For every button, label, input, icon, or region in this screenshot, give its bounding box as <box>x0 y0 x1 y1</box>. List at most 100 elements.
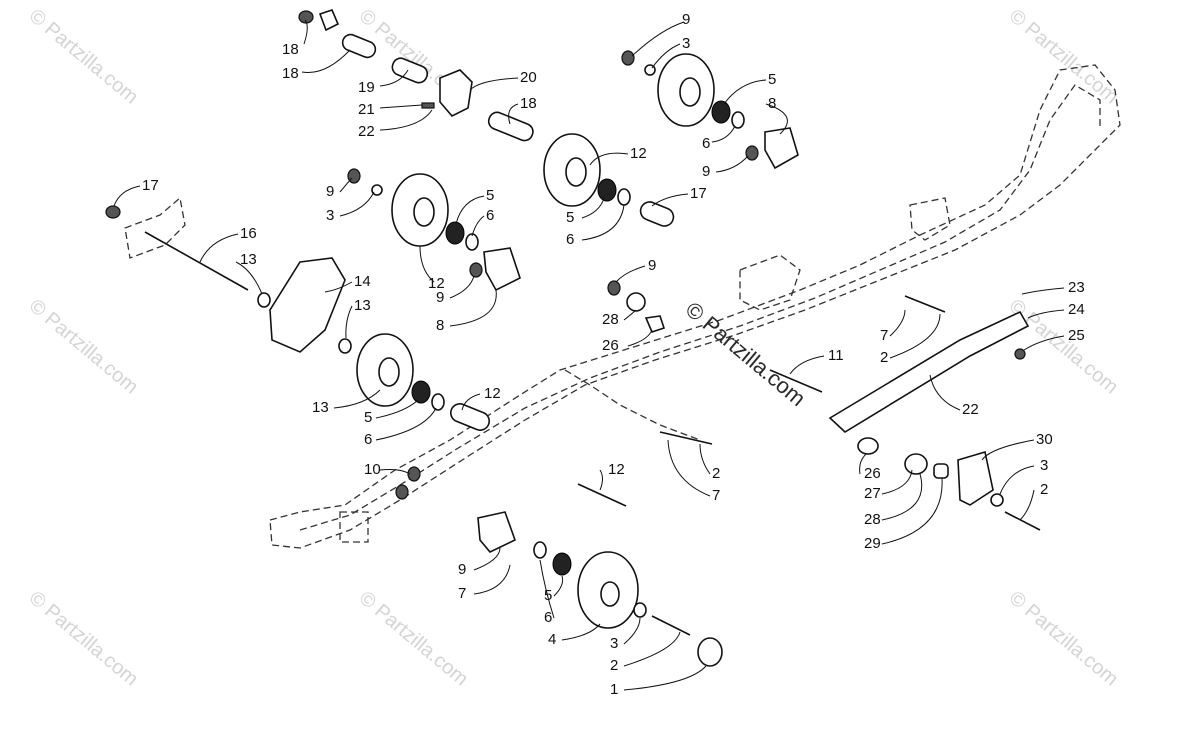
cap-1 <box>697 637 723 667</box>
limiter-strap-22 <box>828 310 1030 433</box>
leader-16-left <box>113 185 141 207</box>
bearing-5-left-upper <box>445 221 465 245</box>
callout-7-front: 7 <box>458 585 466 602</box>
nut-9-top-right-2 <box>745 145 759 161</box>
spacer-17-center <box>639 201 675 227</box>
callout-3-front: 3 <box>610 635 618 652</box>
arm-19 <box>439 69 473 117</box>
leader-28-center <box>623 309 637 321</box>
callout-3-right: 3 <box>1040 457 1048 474</box>
nut-9-left-2 <box>469 262 483 278</box>
leader-2-right <box>1019 489 1035 521</box>
callout-2-front: 2 <box>610 657 618 674</box>
leader-3-front <box>623 617 641 645</box>
callout-19: 20 <box>520 69 537 86</box>
leader-5-front <box>553 575 564 597</box>
callout-6-left: 6 <box>486 207 494 224</box>
bracket-8-front <box>477 511 516 553</box>
callout-23: 23 <box>1068 279 1085 296</box>
rear-rail-outline <box>124 196 186 259</box>
leader-5-left-lower <box>375 399 419 419</box>
callout-30: 30 <box>1036 431 1053 448</box>
leader-6-left <box>471 215 485 237</box>
callout-15: 16 <box>240 225 257 242</box>
leader-7-front <box>473 564 511 595</box>
front-rail-inner <box>299 84 1101 531</box>
callout-29: 29 <box>864 535 881 552</box>
spacer-11 <box>450 403 490 431</box>
callout-9-top-right-2: 9 <box>702 163 710 180</box>
leader-11 <box>461 393 481 411</box>
callout-8-top-right: 8 <box>768 95 776 112</box>
leader-3-right <box>999 465 1035 495</box>
nut-9-front-a <box>407 466 421 482</box>
leader-10-lower <box>599 469 603 491</box>
leader-4 <box>561 623 601 641</box>
callout-3-left: 3 <box>326 207 334 224</box>
callout-9-left-2: 9 <box>436 289 444 306</box>
bolt-2-right <box>1004 511 1041 531</box>
callout-5-front: 5 <box>544 587 552 604</box>
bolt-10-center <box>769 369 823 393</box>
leader-17-center <box>651 193 689 207</box>
leader-30 <box>981 439 1035 461</box>
leader-5-center <box>581 197 605 219</box>
callout-5-center: 5 <box>566 209 574 226</box>
callout-14: 14 <box>354 273 371 290</box>
spacer-29 <box>933 463 949 479</box>
callout-6-left-lower: 6 <box>364 431 372 448</box>
leader-lines <box>113 19 1065 691</box>
callout-13-bottom: 13 <box>354 297 371 314</box>
front-bracket-outline <box>339 511 369 543</box>
leader-16-top <box>303 19 308 45</box>
callout-18-mid: 18 <box>520 95 537 112</box>
callout-8-left: 8 <box>436 317 444 334</box>
leader-10-center <box>789 355 825 375</box>
bracket-top-left <box>318 9 340 32</box>
front-rail-outline <box>269 64 1121 549</box>
leader-3-top-right <box>651 43 681 69</box>
leader-5-top-right <box>723 79 767 105</box>
mid-mount-outline <box>739 254 801 311</box>
leader-17-top <box>301 49 351 74</box>
bolt-7-right <box>904 295 946 313</box>
ring-6-left-upper <box>465 233 479 251</box>
callout-8-front: 9 <box>458 561 466 578</box>
leader-2-right-top <box>889 313 941 359</box>
bolt-2-front <box>651 615 691 636</box>
callout-9-top-right: 9 <box>682 11 690 28</box>
ring-6-front <box>533 541 547 559</box>
callout-16-left: 17 <box>142 177 159 194</box>
callout-6-center: 6 <box>566 231 574 248</box>
leader-2-front <box>623 631 681 667</box>
callout-6-front: 6 <box>544 609 552 626</box>
nut-16-top <box>298 10 314 24</box>
leader-9-top-right <box>631 21 685 57</box>
slide-rail-frames <box>124 64 1121 549</box>
nut-16-left <box>105 205 121 219</box>
parts-layer <box>105 9 1041 667</box>
nut-9-front-b <box>395 484 409 500</box>
washer-28-center <box>626 292 646 312</box>
stopper-26-center <box>644 315 666 333</box>
leader-6-top-right <box>711 125 736 143</box>
leader-23 <box>1021 287 1065 295</box>
leader-18-mid <box>508 103 519 125</box>
leader-6-left-lower <box>375 407 437 441</box>
leader-28-right <box>881 473 923 521</box>
callout-9-left: 9 <box>326 183 334 200</box>
ring-6-left-lower <box>431 393 445 411</box>
callout-22: 22 <box>962 401 979 418</box>
callout-17-center: 17 <box>690 185 707 202</box>
bolt-7-mid <box>659 431 713 445</box>
callout-24: 24 <box>1068 301 1085 318</box>
washer-28-right <box>904 453 928 475</box>
ring-6-top-right <box>731 111 745 129</box>
leader-8-top-right <box>765 103 788 135</box>
callout-1: 1 <box>610 681 618 698</box>
spacer-18-mid <box>487 111 534 142</box>
watermark-top-left: © Partzilla.com <box>25 5 142 108</box>
callout-26-center: 26 <box>602 337 619 354</box>
callout-20: 22 <box>358 123 375 140</box>
